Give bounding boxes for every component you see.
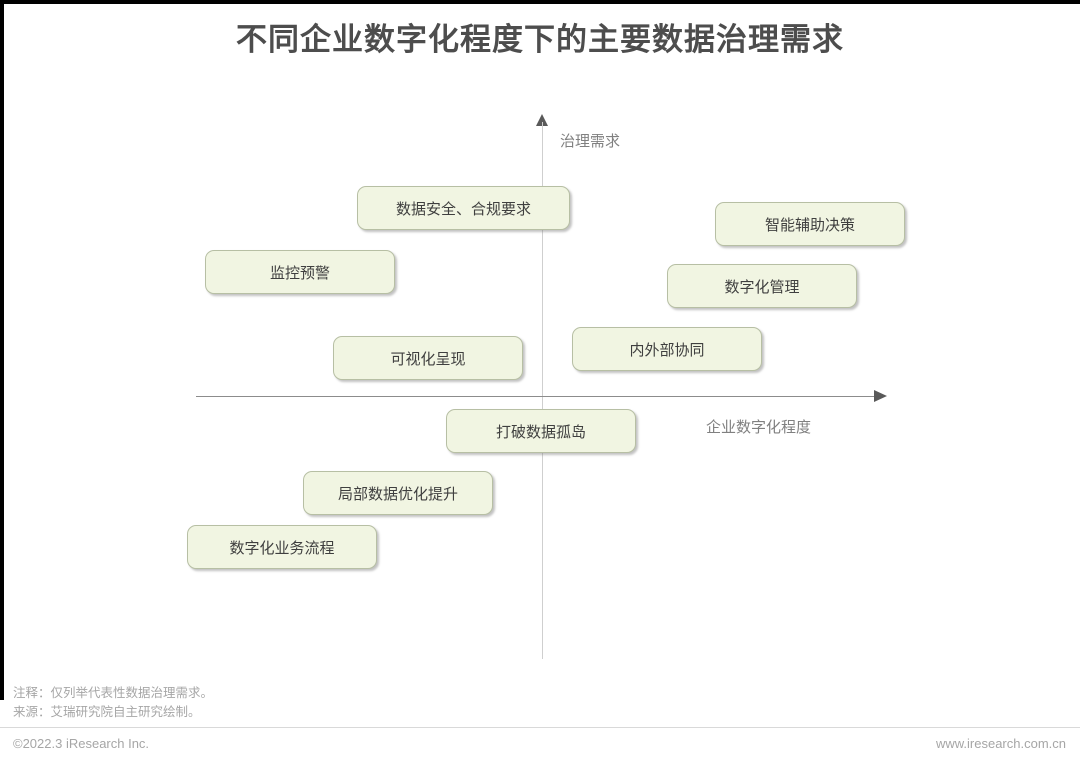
copyright-text: ©2022.3 iResearch Inc. bbox=[13, 736, 150, 751]
y-axis-label: 治理需求 bbox=[560, 133, 621, 150]
y-axis-arrow-icon bbox=[536, 114, 548, 126]
footer-divider bbox=[0, 727, 1080, 728]
node-box: 监控预警 bbox=[205, 250, 395, 294]
node-box: 智能辅助决策 bbox=[715, 202, 905, 246]
node-box: 打破数据孤岛 bbox=[446, 409, 636, 453]
node-box: 数字化业务流程 bbox=[187, 525, 377, 569]
node-box: 局部数据优化提升 bbox=[303, 471, 493, 515]
node-box: 数据安全、合规要求 bbox=[357, 186, 570, 230]
frame-top-edge bbox=[0, 0, 1080, 4]
y-axis-line bbox=[542, 122, 543, 659]
page-title: 不同企业数字化程度下的主要数据治理需求 bbox=[236, 22, 844, 57]
website-text: www.iresearch.com.cn bbox=[935, 736, 1066, 751]
node-box: 内外部协同 bbox=[572, 327, 762, 371]
x-axis-arrow-icon bbox=[874, 390, 887, 402]
footnotes: 注释：仅列举代表性数据治理需求。 来源：艾瑞研究院自主研究绘制。 bbox=[13, 684, 213, 722]
source-line: 来源：艾瑞研究院自主研究绘制。 bbox=[13, 705, 201, 719]
note-line: 注释：仅列举代表性数据治理需求。 bbox=[13, 686, 214, 700]
node-box: 可视化呈现 bbox=[333, 336, 523, 380]
x-axis-line bbox=[196, 396, 876, 397]
quadrant-chart: 治理需求 企业数字化程度 数据安全、合规要求 智能辅助决策监控预警 数字化管理可视化… bbox=[187, 114, 905, 659]
frame-left-edge bbox=[0, 0, 4, 700]
node-box: 数字化管理 bbox=[667, 264, 857, 308]
x-axis-label: 企业数字化程度 bbox=[706, 419, 812, 436]
